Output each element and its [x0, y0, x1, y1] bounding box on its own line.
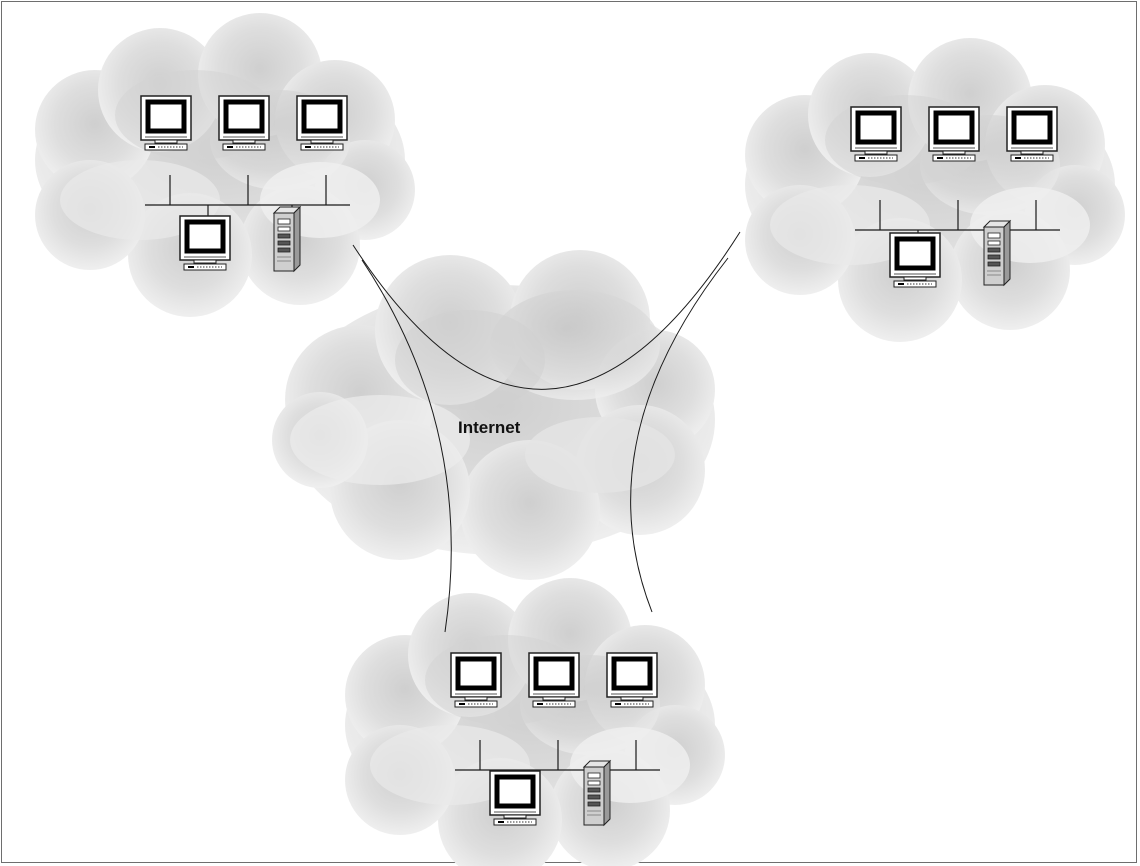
link-top-left-to-bottom: [361, 259, 452, 633]
link-top-left-to-top-right: [352, 231, 741, 390]
internet-label: Internet: [458, 418, 521, 437]
lan-cloud-top-left: [35, 13, 415, 317]
server-icon: [273, 206, 301, 272]
internet-cloud: [272, 250, 715, 580]
server-icon: [583, 760, 611, 826]
lan-cloud-top-right: [745, 38, 1125, 342]
link-top-right-to-bottom: [630, 257, 729, 613]
server-icon: [983, 220, 1011, 286]
connection-lines: [352, 231, 741, 633]
